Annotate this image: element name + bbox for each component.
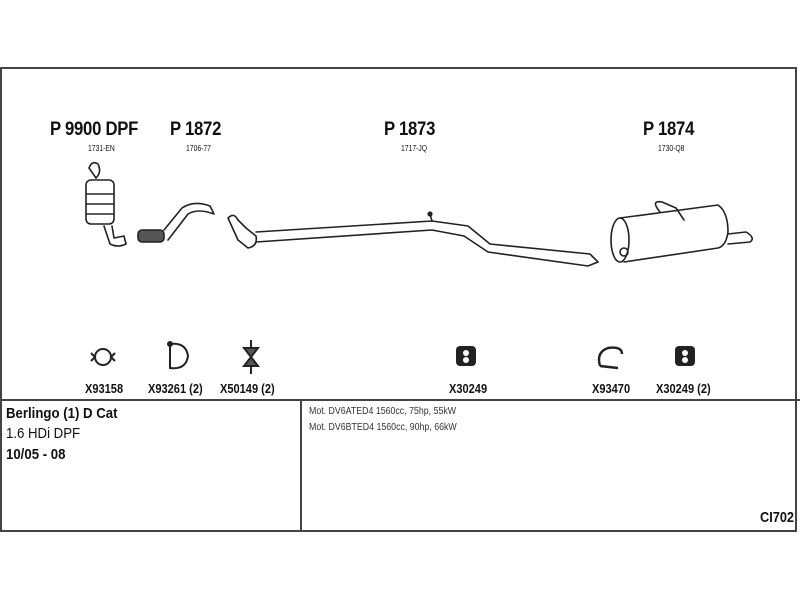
engine-line: Mot. DV6BTED4 1560cc, 90hp, 66kW (309, 422, 457, 433)
accessory-code[interactable]: X93470 (592, 381, 631, 396)
part-ref: 1717-JQ (401, 144, 428, 153)
rubber-hanger-icon (675, 346, 695, 366)
diagram-code: CI702 (759, 509, 794, 526)
accessory-code[interactable]: X30249 (2) (656, 381, 711, 396)
diagram-frame (0, 67, 797, 532)
mount-icon (241, 340, 261, 374)
rubber-hanger-icon (456, 346, 476, 366)
clamp-icon (90, 348, 116, 366)
engine-line: Mot. DV6ATED4 1560cc, 75hp, 55kW (309, 406, 457, 417)
dpf-filter-drawing[interactable] (85, 161, 127, 247)
part-number[interactable]: P 1873 (384, 119, 436, 140)
vehicle-engine: 1.6 HDi DPF (6, 425, 81, 442)
ring-clamp-icon (167, 341, 190, 370)
vehicle-years: 10/05 - 08 (6, 446, 66, 463)
u-clamp-icon (597, 346, 624, 370)
part-ref: 1706-77 (186, 144, 211, 153)
exhaust-diagram (85, 161, 754, 267)
rear-silencer-drawing[interactable] (610, 200, 754, 263)
centre-pipe-drawing[interactable] (227, 211, 599, 267)
accessory-code[interactable]: X50149 (2) (220, 381, 275, 396)
accessory-code[interactable]: X93261 (2) (148, 381, 203, 396)
part-number[interactable]: P 9900 DPF (50, 119, 139, 140)
part-number[interactable]: P 1874 (643, 119, 695, 140)
accessory-code[interactable]: X93158 (85, 381, 124, 396)
part-ref: 1730-Q8 (658, 144, 685, 153)
part-number[interactable]: P 1872 (170, 119, 222, 140)
divider (0, 399, 800, 401)
accessory-code[interactable]: X30249 (449, 381, 488, 396)
vehicle-model: Berlingo (1) D Cat (6, 405, 118, 422)
front-pipe-drawing[interactable] (137, 202, 215, 243)
divider (300, 400, 302, 532)
part-ref: 1731-EN (88, 144, 115, 153)
